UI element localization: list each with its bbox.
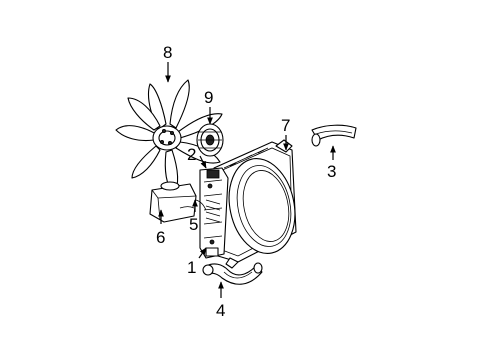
radiator-tank-part — [199, 167, 229, 259]
lower-hose-part — [202, 262, 263, 285]
leader-line-2 — [199, 155, 207, 169]
callout-7: 7 — [281, 116, 290, 135]
upper-hose-part — [311, 124, 357, 147]
callout-6: 6 — [156, 228, 165, 247]
callout-5: 5 — [189, 215, 198, 234]
callout-8: 8 — [163, 43, 172, 62]
callout-1: 1 — [187, 258, 196, 277]
fan-shroud-part — [213, 139, 297, 269]
callout-9: 9 — [204, 88, 213, 107]
callout-3: 3 — [327, 162, 336, 181]
callout-4: 4 — [216, 301, 225, 320]
leader-line-1 — [198, 247, 207, 259]
fan-clutch-part — [196, 123, 224, 157]
callout-2: 2 — [187, 145, 196, 164]
